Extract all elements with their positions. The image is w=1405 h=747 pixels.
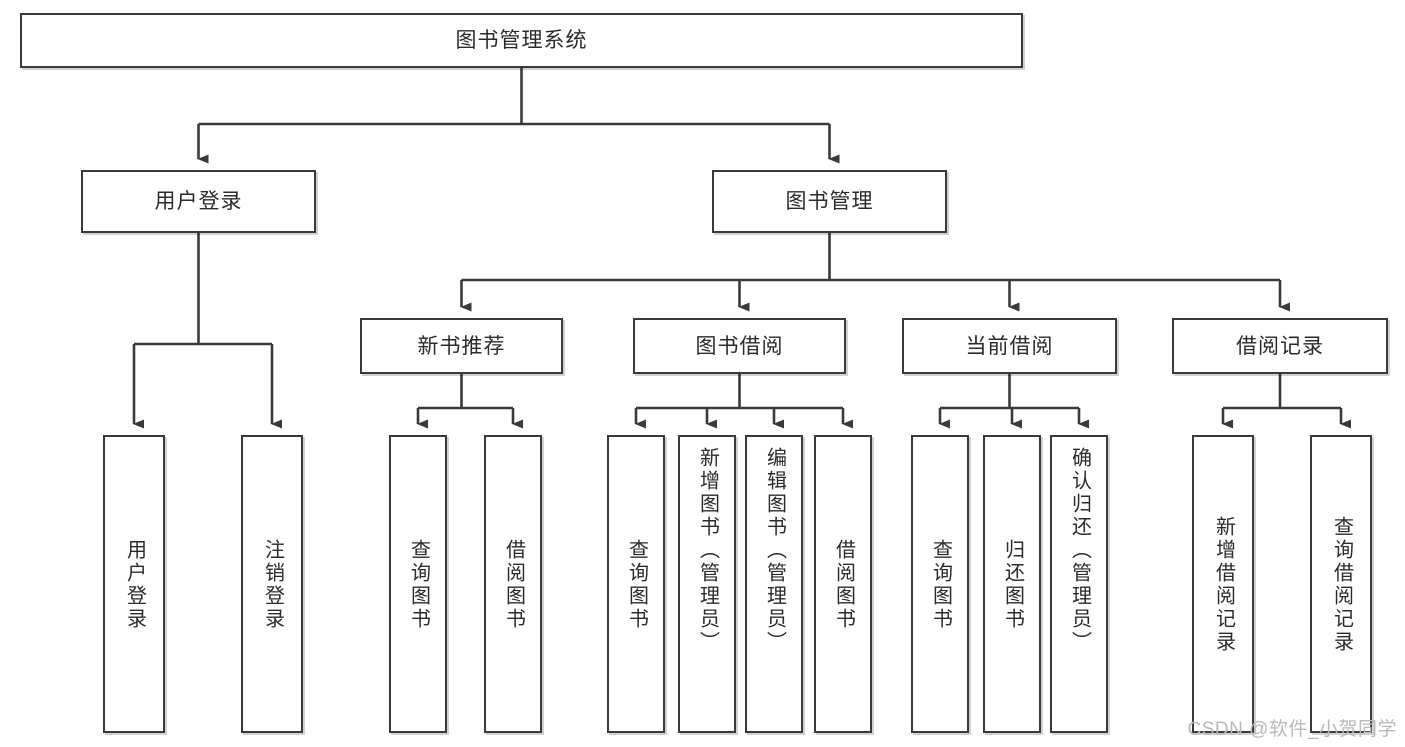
node-leaf-rec-add[interactable]: 新增借阅记录 [1192,435,1254,733]
node-label: 用户登录 [154,190,243,213]
node-bookmgmt[interactable]: 图书管理 [712,170,947,233]
node-label: 用户登录 [123,539,146,631]
node-label: 新书推荐 [417,334,506,358]
node-leaf-bor-lend[interactable]: 借阅图书 [814,435,872,733]
node-root[interactable]: 图书管理系统 [20,13,1023,68]
node-leaf-new-borrow[interactable]: 借阅图书 [484,435,542,733]
node-label: 归还图书 [1001,539,1024,631]
node-label: 查询图书 [407,539,430,631]
node-leaf-cur-query[interactable]: 查询图书 [911,435,969,733]
node-label: 新增借阅记录 [1212,516,1235,654]
node-leaf-bor-add[interactable]: 新增图书（管理员） [678,435,736,733]
node-current[interactable]: 当前借阅 [902,318,1117,374]
node-label: 新增图书（管理员） [696,447,719,654]
node-leaf-bor-query[interactable]: 查询图书 [607,435,665,733]
node-label: 当前借阅 [965,334,1054,358]
node-leaf-bor-edit[interactable]: 编辑图书（管理员） [745,435,803,733]
node-label: 查询图书 [929,539,952,631]
node-leaf-new-query[interactable]: 查询图书 [389,435,447,733]
node-newbook[interactable]: 新书推荐 [360,318,563,374]
node-label: 编辑图书（管理员） [763,447,786,654]
node-label: 确认归还（管理员） [1068,447,1091,654]
node-label: 借阅图书 [502,539,525,631]
csdn-watermark: CSDN @软件_小贺同学 [1187,719,1397,740]
node-label: 图书管理 [785,190,874,213]
node-leaf-cur-return[interactable]: 归还图书 [983,435,1041,733]
node-label: 图书管理系统 [455,29,588,52]
node-label: 借阅记录 [1236,334,1324,358]
node-leaf-rec-query[interactable]: 查询借阅记录 [1310,435,1372,733]
node-leaf-user-logout[interactable]: 注销登录 [241,435,303,733]
node-label: 查询图书 [625,539,648,631]
node-borrow[interactable]: 图书借阅 [633,318,846,374]
node-label: 图书借阅 [695,334,784,358]
node-label: 查询借阅记录 [1330,516,1353,654]
node-label: 注销登录 [261,539,284,631]
node-records[interactable]: 借阅记录 [1172,318,1388,374]
node-leaf-user-login[interactable]: 用户登录 [103,435,165,733]
node-label: 借阅图书 [832,539,855,631]
node-leaf-cur-confirm[interactable]: 确认归还（管理员） [1050,435,1108,733]
node-login[interactable]: 用户登录 [81,170,316,233]
